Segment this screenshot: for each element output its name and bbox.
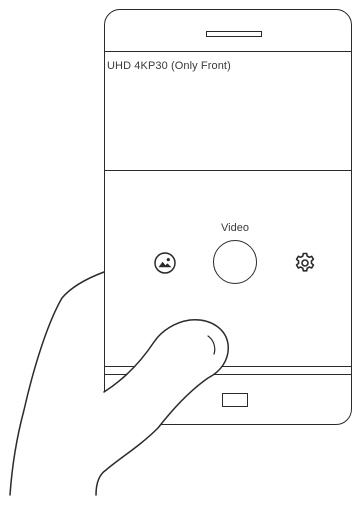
gallery-button[interactable] [153,251,177,275]
phone-speaker [206,31,262,37]
screen-bottom-edge [105,366,351,367]
settings-button[interactable] [293,251,317,275]
home-button[interactable] [222,393,248,407]
shutter-button[interactable] [213,240,257,284]
bezel-line [105,374,351,375]
screen-top-edge [105,51,351,52]
preview-divider [105,170,351,171]
resolution-label: UHD 4KP30 (Only Front) [107,60,231,72]
mode-label-video[interactable]: Video [215,222,255,234]
gallery-icon [153,251,177,275]
phone-frame: UHD 4KP30 (Only Front) Video [104,9,352,425]
gear-icon [293,251,317,275]
hand-palm-outline [10,272,104,495]
